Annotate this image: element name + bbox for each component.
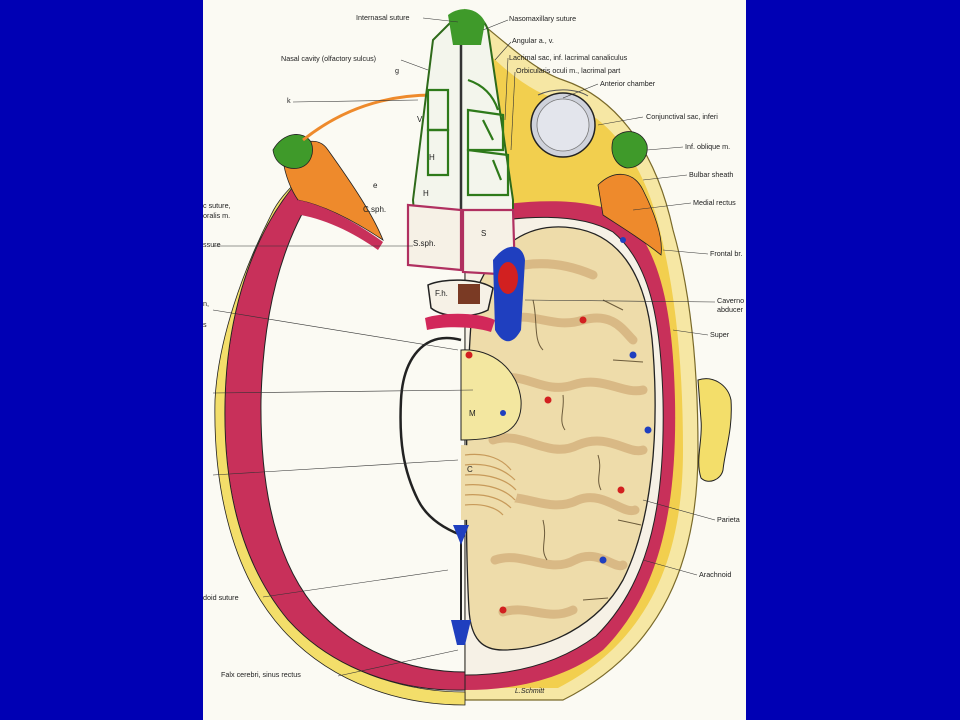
ear-right — [697, 378, 732, 482]
label-super: Super — [710, 330, 730, 339]
brain-sulci — [532, 299, 644, 601]
label-doid-suture: doid suture — [203, 593, 239, 602]
eyelid-left — [302, 93, 434, 142]
label-h2: H — [423, 189, 429, 198]
zygomatic-right — [611, 131, 648, 169]
label-abducer: abducer — [717, 305, 744, 314]
eyeball — [530, 89, 596, 158]
temporalis-right — [597, 173, 662, 256]
label-conjunctival-sac: Conjunctival sac, inferi — [646, 112, 718, 121]
label-parieta: Parieta — [717, 515, 740, 524]
internal-carotid — [498, 262, 518, 294]
vessel-dots — [465, 237, 652, 614]
label-ssure: ssure — [203, 240, 221, 249]
clivus — [425, 313, 495, 332]
label-s-sph: S.sph. — [413, 239, 436, 248]
label-oralis-m: oralis m. — [203, 211, 230, 220]
label-c-sph: C.sph. — [363, 205, 386, 214]
cerebellum — [461, 445, 518, 520]
label-internasal-suture: Internasal suture — [356, 13, 410, 22]
midbrain — [460, 349, 522, 441]
left-labels: Nasal cavity (olfactory sulcus) g k c su… — [203, 54, 399, 679]
label-frontal-br: Frontal br. — [710, 249, 742, 258]
label-inf-oblique: Inf. oblique m. — [685, 142, 730, 151]
ethmoid-cells — [426, 78, 510, 197]
label-k: k — [287, 96, 291, 105]
posterior-cranial-fossa-left — [399, 336, 462, 537]
horizontal-section-head-diagram: Internasal suture Nasomaxillary suture A… — [203, 8, 744, 706]
label-falx-cerebri: Falx cerebri, sinus rectus — [221, 670, 301, 679]
label-bulbar-sheath: Bulbar sheath — [689, 170, 733, 179]
label-c: C — [467, 465, 473, 474]
label-nasomaxillary-suture: Nasomaxillary suture — [509, 14, 576, 23]
label-nasal-cavity: Nasal cavity (olfactory sulcus) — [281, 54, 376, 63]
pituitary-gland — [458, 284, 480, 304]
anatomy-illustration-panel: Internasal suture Nasomaxillary suture A… — [203, 0, 746, 720]
right-labels: Internasal suture Nasomaxillary suture A… — [356, 13, 744, 579]
label-anterior-chamber: Anterior chamber — [600, 79, 656, 88]
sphenoid-sinus — [406, 203, 463, 272]
label-n: n, — [203, 299, 209, 308]
label-lacrimal-sac: Lacrimal sac, inf. lacrimal canaliculus — [509, 53, 628, 62]
sinus-sagittal-upper — [453, 525, 469, 545]
sinus-rectus — [451, 620, 471, 645]
label-medial-rectus: Medial rectus — [693, 198, 736, 207]
scalp-left — [214, 179, 466, 706]
label-g: g — [395, 66, 399, 75]
internasal-bone — [448, 9, 485, 45]
label-h1: H — [429, 153, 435, 162]
label-c-suture: c suture, — [203, 201, 231, 210]
label-orbicularis-oculi: Orbicularis oculi m., lacrimal part — [516, 66, 620, 75]
temporalis-left — [282, 140, 384, 242]
cavernous-sinus — [493, 246, 525, 342]
illustrator-signature: L.Schmitt — [515, 688, 545, 695]
inner-labels: V H H e C.sph. S.sph. S F.h. M C L.Schmi… — [363, 115, 545, 695]
label-s-sinus: S — [481, 229, 486, 238]
leader-lines — [212, 17, 716, 677]
label-v: V — [417, 115, 423, 124]
label-s: s — [203, 320, 207, 329]
zygomatic-left — [272, 134, 313, 169]
label-f-h: F.h. — [435, 289, 448, 298]
label-e2: e — [373, 181, 378, 190]
label-caverno: Caverno — [717, 296, 744, 305]
label-arachnoid: Arachnoid — [699, 570, 731, 579]
label-angular-vessels: Angular a., v. — [512, 36, 554, 45]
label-m: M — [469, 409, 476, 418]
temporalis-left-fascia — [295, 200, 383, 250]
